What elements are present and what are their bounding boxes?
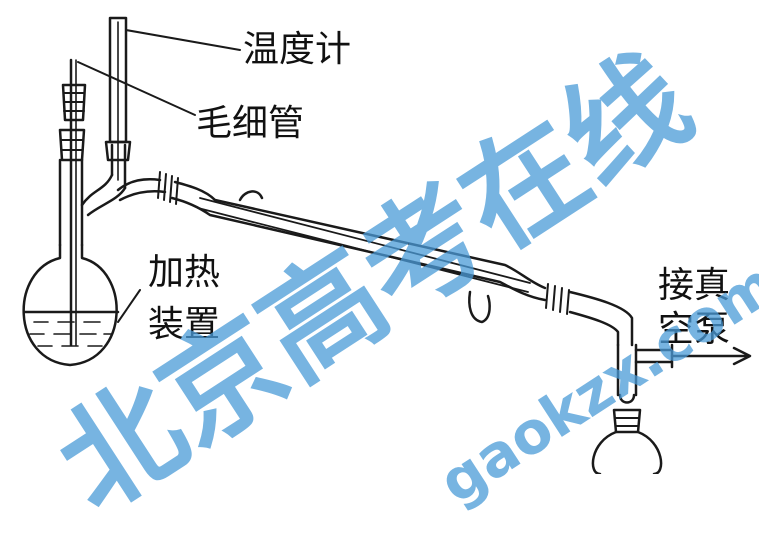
condenser-inlet <box>468 290 491 324</box>
joint-bands <box>157 171 570 315</box>
vacuum-arrow <box>670 346 752 366</box>
flask-liquid-hatching <box>29 321 113 347</box>
claisen-arm <box>80 173 127 217</box>
adapter-stem <box>616 343 638 397</box>
capillary-clamp <box>61 83 87 122</box>
receiver-flask <box>591 430 663 474</box>
vacuum-adapter <box>568 290 634 347</box>
label-heating-line1: 加热 <box>148 252 221 293</box>
label-vacuum-line2: 空泵 <box>658 309 731 350</box>
thermometer-stopper <box>104 140 132 162</box>
label-heating-line2: 装置 <box>148 304 221 345</box>
flask-neck <box>58 158 84 247</box>
condenser-outlet <box>238 190 264 202</box>
round-flask <box>22 243 118 367</box>
apparatus-drawing <box>22 16 752 474</box>
label-vacuum-line1: 接真 <box>658 265 731 306</box>
side-arm <box>116 178 167 202</box>
distillation-apparatus-diagram: 温度计 毛细管 加热 装置 接真 空泵 北京高考在线 gaokzx.com <box>22 16 759 538</box>
label-thermometer: 温度计 <box>243 29 352 70</box>
condenser-inner-tube <box>197 197 531 293</box>
capillary-leader <box>77 61 196 116</box>
heating-leader <box>117 289 141 323</box>
thermometer-leader <box>125 29 241 51</box>
label-capillary: 毛细管 <box>196 103 305 144</box>
adapter-tip <box>618 393 636 404</box>
